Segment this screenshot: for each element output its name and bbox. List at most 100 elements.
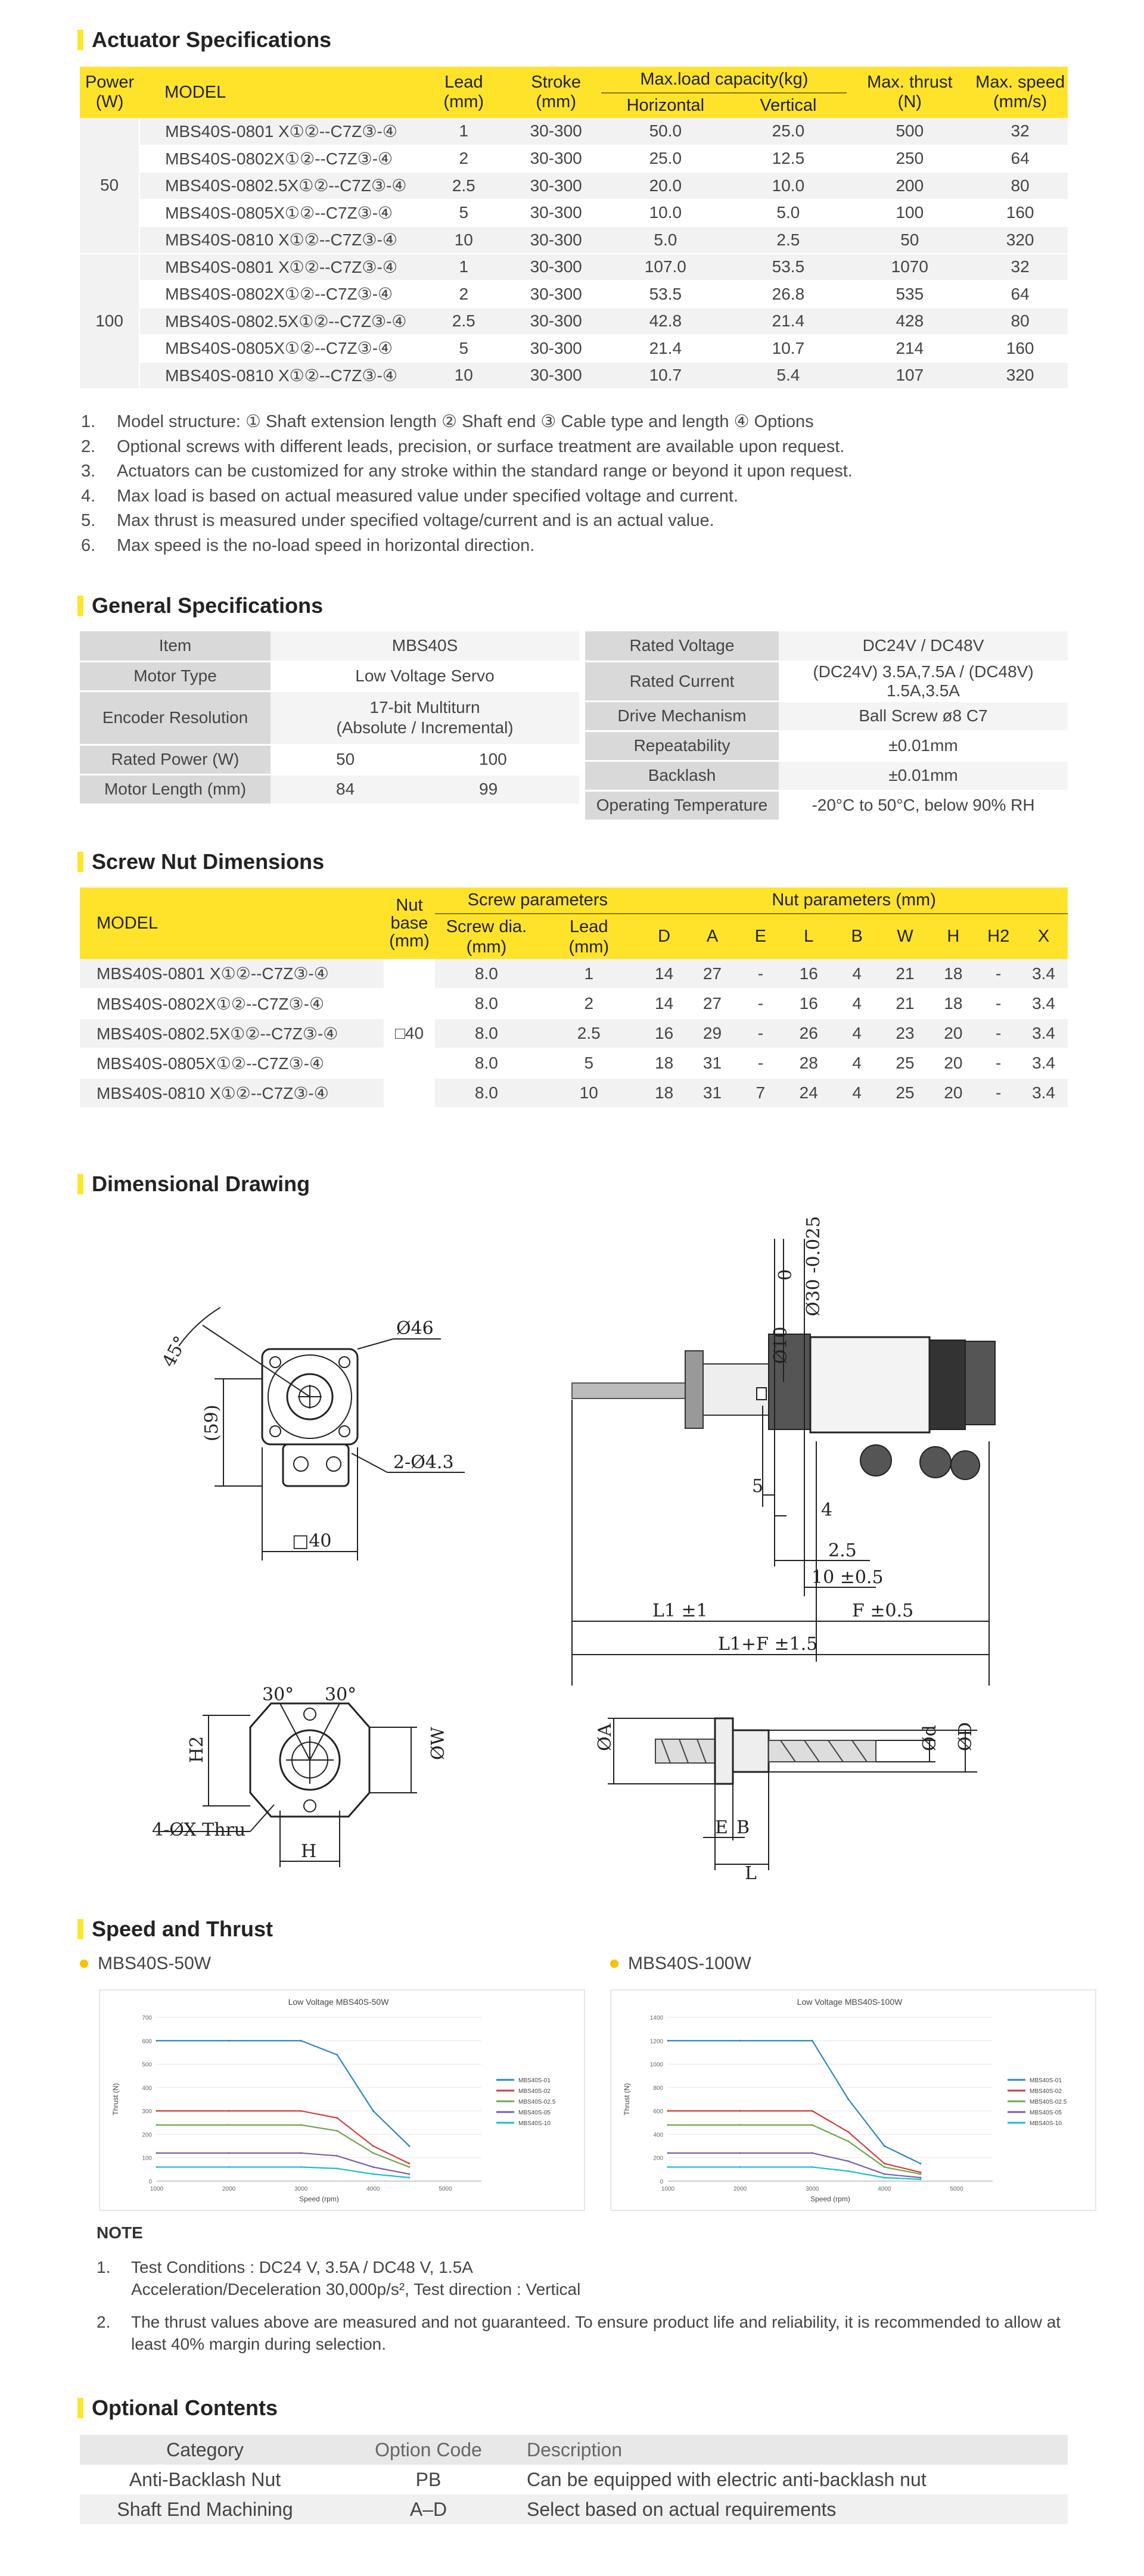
vertical-cell: 26.8 <box>729 281 847 309</box>
thrust-cell: 200 <box>847 172 973 200</box>
label-tol0: 0 <box>775 1269 796 1281</box>
label-5: 5 <box>752 1476 763 1497</box>
value-cell: 25 <box>881 1078 930 1108</box>
gen-right-value: (DC24V) 3.5A,7.5A / (DC48V) 1.5A,3.5A <box>779 661 1068 702</box>
value-cell: 2.5 <box>537 1018 641 1049</box>
data-point <box>372 2173 374 2175</box>
model-cell: MBS40S-0801 X①②--C7Z③-④ <box>139 118 417 146</box>
value-cell: - <box>736 959 785 989</box>
nut-view <box>608 1717 977 1870</box>
vertical-cell: 53.5 <box>729 253 847 281</box>
lead-cell: 10 <box>416 362 511 390</box>
col-nut-h2: H2 <box>987 927 1010 946</box>
data-point <box>667 2039 669 2042</box>
data-point <box>847 2131 850 2133</box>
model-cell: MBS40S-0802X①②--C7Z③-④ <box>139 145 417 173</box>
value-cell: 28 <box>784 1048 833 1079</box>
col-maxload: Max.load capacity(kg) <box>601 67 847 94</box>
label-30deg-a: 30° <box>262 1684 294 1705</box>
note-item: 4.Max load is based on actual measured v… <box>81 484 853 509</box>
data-point <box>847 2098 850 2100</box>
data-point <box>228 2166 230 2168</box>
data-point <box>156 2110 158 2112</box>
col-speed: Max. speed (mm/s) <box>975 73 1065 111</box>
data-point <box>228 2110 230 2112</box>
data-point <box>408 2145 411 2147</box>
x-axis-label: Speed (rpm) <box>810 2195 850 2203</box>
heading-bar <box>77 2398 83 2418</box>
value-cell: 3.4 <box>1019 989 1068 1019</box>
x-tick-label: 2000 <box>733 2186 747 2192</box>
speed-cell: 32 <box>972 253 1068 281</box>
value-cell: - <box>736 989 785 1019</box>
gen-encoder-value: 17-bit Multiturn(Absolute / Incremental) <box>271 691 579 746</box>
legend-label: MBS40S-02.5 <box>1030 2099 1067 2105</box>
thrust-cell: 107 <box>847 362 973 390</box>
lead-cell: 5 <box>416 335 511 363</box>
screw-nut-table: MODEL Nut base (mm) Screw parameters Nut… <box>80 887 1068 1108</box>
y-axis-label: Thrust (N) <box>623 2083 631 2115</box>
note-item: 1.Model structure: ① Shaft extension len… <box>81 410 853 435</box>
data-point <box>408 2176 411 2179</box>
chart-100w: Low Voltage MBS40S-100W02004006008001000… <box>623 1997 1067 2203</box>
value-cell: 3.4 <box>1019 1018 1068 1049</box>
label-e: E <box>715 1817 728 1838</box>
opt-row1-desc: Can be equipped with electric anti-backl… <box>527 2468 927 2490</box>
speed-heading: Speed and Thrust <box>77 1917 273 1942</box>
vertical-cell: 2.5 <box>729 226 847 254</box>
data-point <box>811 2039 813 2042</box>
label-l1: L1 ±1 <box>652 1600 708 1621</box>
gen-motor-type-label: Motor Type <box>80 661 271 692</box>
label-59: (59) <box>201 1404 222 1441</box>
value-cell: 26 <box>784 1018 833 1049</box>
thrust-cell: 535 <box>847 281 973 309</box>
value-cell: 18 <box>929 989 978 1019</box>
note-text: Max speed is the no-load speed in horizo… <box>117 535 535 555</box>
stroke-cell: 30-300 <box>511 118 602 146</box>
heading-bar <box>77 596 83 616</box>
data-point <box>811 2166 813 2168</box>
y-tick-label: 800 <box>653 2085 663 2092</box>
note-number: 2. <box>81 437 96 456</box>
legend-label: MBS40S-10 <box>1030 2120 1062 2127</box>
value-cell: 3.4 <box>1019 959 1068 989</box>
label-f: F ±0.5 <box>852 1600 913 1621</box>
legend-label: MBS40S-10 <box>518 2120 551 2127</box>
label-phid-small: Ød <box>919 1725 940 1751</box>
gen-right-value: Ball Screw ø8 C7 <box>779 701 1068 732</box>
power-cell: 50 <box>80 118 141 254</box>
col-nut-a: A <box>706 927 719 946</box>
data-point <box>300 2110 302 2112</box>
value-cell: 20 <box>929 1048 978 1079</box>
note-number: 3. <box>81 462 96 481</box>
vertical-cell: 12.5 <box>729 145 847 173</box>
data-point <box>300 2039 302 2042</box>
y-tick-label: 600 <box>142 2038 152 2045</box>
value-cell: 4 <box>832 959 881 989</box>
dimensional-drawing: 45° Ø46 (59) 2-Ø4.3 □40 0 Ø30 -0.025 Ø10… <box>152 1216 996 1884</box>
thrust-cell: 214 <box>847 335 973 363</box>
y-tick-label: 1400 <box>650 2015 664 2021</box>
data-point <box>739 2166 741 2168</box>
data-point <box>883 2145 885 2147</box>
data-point <box>919 2171 922 2173</box>
data-point <box>739 2039 741 2042</box>
nut-base-cell: □40 <box>383 959 436 1108</box>
data-point <box>156 2039 158 2042</box>
actuator-heading: Actuator Specifications <box>77 27 331 52</box>
data-point <box>667 2124 669 2126</box>
label-l: L <box>745 1863 757 1884</box>
horizontal-cell: 107.0 <box>601 253 730 281</box>
gen-right-label: Backlash <box>585 761 779 792</box>
gen-right-label: Drive Mechanism <box>585 701 779 732</box>
value-cell: 8.0 <box>435 989 538 1019</box>
col-thrust: Max. thrust (N) <box>867 73 953 111</box>
gen-length-84: 84 <box>271 774 431 805</box>
value-cell: 23 <box>881 1018 930 1049</box>
test-note-2: 2.The thrust values above are measured a… <box>97 2313 1061 2353</box>
